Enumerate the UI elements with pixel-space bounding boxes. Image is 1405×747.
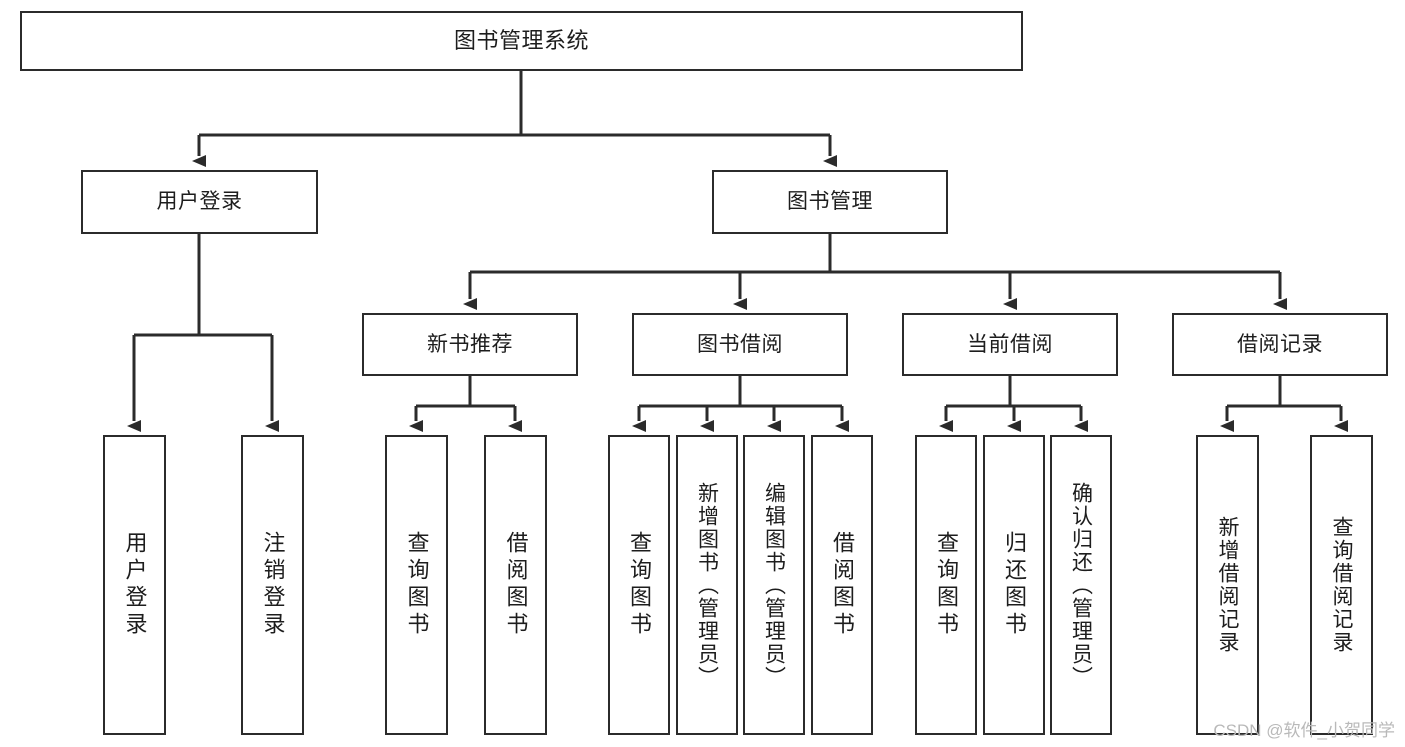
node-user-login[interactable]: 用户登录 — [81, 170, 318, 234]
leaf-add-book[interactable]: 新增图书（管理员） — [676, 435, 738, 735]
node-book-borrow-label: 图书借阅 — [697, 332, 783, 356]
leaf-confirm-return[interactable]: 确认归还（管理员） — [1050, 435, 1112, 735]
leaf-query-book-1[interactable]: 查询图书 — [385, 435, 448, 735]
node-book-borrow[interactable]: 图书借阅 — [632, 313, 848, 376]
node-user-login-label: 用户登录 — [156, 190, 243, 214]
leaf-query-book-3[interactable]: 查询图书 — [915, 435, 977, 735]
leaf-borrow-book-2[interactable]: 借阅图书 — [811, 435, 873, 735]
leaf-query-record[interactable]: 查询借阅记录 — [1310, 435, 1373, 735]
node-new-book-rec-label: 新书推荐 — [427, 332, 513, 356]
node-root-label: 图书管理系统 — [453, 27, 589, 53]
node-new-book-rec[interactable]: 新书推荐 — [362, 313, 578, 376]
node-borrow-record[interactable]: 借阅记录 — [1172, 313, 1388, 376]
node-current-borrow-label: 当前借阅 — [967, 332, 1053, 356]
leaf-add-record-label: 新增借阅记录 — [1216, 516, 1239, 654]
leaf-user-login[interactable]: 用户登录 — [103, 435, 166, 735]
leaf-edit-book-label: 编辑图书（管理员） — [762, 481, 786, 689]
leaf-borrow-book-2-label: 借阅图书 — [830, 531, 855, 639]
leaf-return-book-label: 归还图书 — [1002, 531, 1027, 639]
leaf-query-book-3-label: 查询图书 — [934, 531, 959, 639]
leaf-query-book-2-label: 查询图书 — [627, 531, 652, 639]
leaf-borrow-book-1-label: 借阅图书 — [503, 531, 529, 639]
node-root[interactable]: 图书管理系统 — [20, 11, 1023, 71]
node-book-manage[interactable]: 图书管理 — [712, 170, 948, 234]
leaf-query-record-label: 查询借阅记录 — [1330, 516, 1353, 654]
leaf-add-record[interactable]: 新增借阅记录 — [1196, 435, 1259, 735]
leaf-logout[interactable]: 注销登录 — [241, 435, 304, 735]
leaf-logout-label: 注销登录 — [260, 531, 286, 639]
leaf-edit-book[interactable]: 编辑图书（管理员） — [743, 435, 805, 735]
leaf-borrow-book-1[interactable]: 借阅图书 — [484, 435, 547, 735]
node-book-manage-label: 图书管理 — [787, 190, 873, 214]
leaf-user-login-label: 用户登录 — [122, 531, 148, 639]
node-borrow-record-label: 借阅记录 — [1237, 332, 1323, 356]
leaf-query-book-1-label: 查询图书 — [404, 531, 430, 639]
leaf-confirm-return-label: 确认归还（管理员） — [1069, 481, 1093, 689]
leaf-query-book-2[interactable]: 查询图书 — [608, 435, 670, 735]
leaf-return-book[interactable]: 归还图书 — [983, 435, 1045, 735]
leaf-add-book-label: 新增图书（管理员） — [695, 481, 719, 689]
node-current-borrow[interactable]: 当前借阅 — [902, 313, 1118, 376]
csdn-watermark: CSDN @软件_小贺同学 — [1213, 721, 1395, 740]
